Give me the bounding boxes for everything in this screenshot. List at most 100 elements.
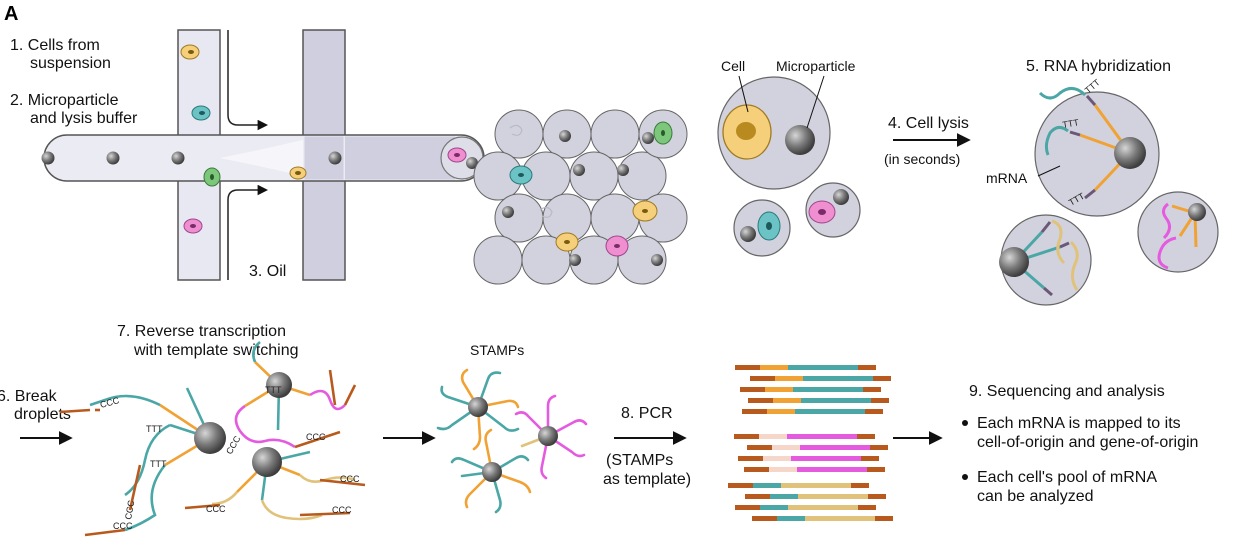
read-segment bbox=[740, 387, 765, 392]
read-segment bbox=[835, 516, 875, 521]
flow-arrow bbox=[227, 30, 269, 131]
svg-text:CCC: CCC bbox=[206, 504, 226, 514]
read-segment bbox=[734, 434, 759, 439]
pcr-reads bbox=[728, 365, 893, 521]
read-segment bbox=[798, 494, 828, 499]
bead bbox=[106, 151, 120, 165]
read-segment bbox=[787, 434, 817, 439]
microfluidic-device bbox=[41, 29, 485, 281]
read-segment bbox=[759, 434, 787, 439]
reverse-transcription-cluster bbox=[59, 340, 366, 537]
read-segment bbox=[748, 398, 773, 403]
read-segment bbox=[870, 445, 888, 450]
bullet-2: Each cell's pool of mRNA can be analyzed bbox=[977, 469, 1161, 505]
read-segment bbox=[752, 516, 777, 521]
svg-text:CCC: CCC bbox=[306, 432, 326, 442]
step-3-label: 3. Oil bbox=[249, 263, 286, 280]
zoomed-droplets bbox=[717, 76, 861, 257]
read-segment bbox=[830, 445, 870, 450]
read-segment bbox=[865, 409, 883, 414]
read-segment bbox=[795, 409, 825, 414]
read-segment bbox=[744, 467, 769, 472]
read-segment bbox=[858, 365, 876, 370]
read-segment bbox=[825, 409, 865, 414]
read-segment bbox=[775, 376, 803, 381]
svg-text:TTT: TTT bbox=[265, 385, 282, 395]
read-segment bbox=[863, 387, 881, 392]
read-segment bbox=[738, 456, 763, 461]
read-segment bbox=[875, 516, 893, 521]
read-segment bbox=[857, 434, 875, 439]
bead bbox=[328, 151, 342, 165]
read-segment bbox=[818, 365, 858, 370]
panel-label: A bbox=[4, 3, 18, 25]
bead bbox=[468, 397, 488, 417]
read-segment bbox=[760, 365, 788, 370]
read-segment bbox=[818, 505, 858, 510]
bead bbox=[41, 151, 55, 165]
step-2-label: 2. Microparticle and lysis buffer bbox=[10, 92, 138, 127]
read-segment bbox=[765, 387, 793, 392]
read-segment bbox=[851, 483, 869, 488]
read-segment bbox=[772, 445, 800, 450]
read-segment bbox=[831, 398, 871, 403]
bead bbox=[482, 462, 502, 482]
cell bbox=[180, 44, 200, 60]
cell bbox=[191, 105, 211, 121]
bullet-dot bbox=[962, 420, 968, 426]
read-segment bbox=[747, 445, 772, 450]
svg-text:CCC: CCC bbox=[113, 521, 133, 531]
svg-text:CCC: CCC bbox=[99, 395, 121, 410]
read-segment bbox=[763, 456, 791, 461]
read-segment bbox=[742, 409, 767, 414]
stamps-cluster bbox=[436, 368, 588, 514]
step-9-label: 9. Sequencing and analysis bbox=[969, 383, 1165, 400]
read-segment bbox=[871, 398, 889, 403]
read-segment bbox=[821, 456, 861, 461]
cell bbox=[183, 218, 203, 234]
bullet-1: Each mRNA is mapped to its cell-of-origi… bbox=[977, 415, 1198, 451]
step-8-subtitle: (STAMPs as template) bbox=[603, 452, 691, 488]
mrna-leader bbox=[1037, 165, 1061, 177]
read-segment bbox=[861, 456, 879, 461]
read-segment bbox=[793, 387, 823, 392]
read-segment bbox=[817, 434, 857, 439]
svg-text:CCC: CCC bbox=[224, 434, 243, 456]
read-segment bbox=[769, 467, 797, 472]
bead bbox=[785, 125, 815, 155]
read-segment bbox=[788, 365, 818, 370]
step-7-label: 7. Reverse transcription with template s… bbox=[117, 323, 299, 359]
read-segment bbox=[750, 376, 775, 381]
svg-text:CCC: CCC bbox=[332, 505, 352, 515]
read-segment bbox=[823, 387, 863, 392]
read-segment bbox=[735, 505, 760, 510]
cell-leader bbox=[738, 75, 749, 113]
bead bbox=[194, 422, 226, 454]
step-6-label: 6. Break droplets bbox=[0, 388, 71, 423]
read-segment bbox=[781, 483, 811, 488]
stamps-label: STAMPs bbox=[470, 342, 524, 358]
read-segment bbox=[745, 494, 770, 499]
step-5-label: 5. RNA hybridization bbox=[1026, 58, 1171, 75]
read-segment bbox=[867, 467, 885, 472]
cell-label: Cell bbox=[721, 58, 745, 74]
hybridization-droplets: TTT TTT TTT bbox=[999, 77, 1219, 306]
read-segment bbox=[773, 398, 801, 403]
svg-text:CCC: CCC bbox=[340, 474, 360, 484]
read-segment bbox=[873, 376, 891, 381]
read-segment bbox=[767, 409, 795, 414]
read-segment bbox=[777, 516, 805, 521]
read-segment bbox=[828, 494, 868, 499]
read-segment bbox=[868, 494, 886, 499]
read-segment bbox=[735, 365, 760, 370]
microparticle-label: Microparticle bbox=[776, 58, 856, 74]
cell bbox=[289, 166, 307, 180]
read-segment bbox=[753, 483, 781, 488]
read-segment bbox=[803, 376, 833, 381]
read-segment bbox=[827, 467, 867, 472]
mrna-label: mRNA bbox=[986, 170, 1028, 186]
step-8-title: 8. PCR bbox=[621, 405, 673, 422]
read-segment bbox=[770, 494, 798, 499]
svg-text:CCC: CCC bbox=[123, 499, 136, 520]
read-segment bbox=[797, 467, 827, 472]
